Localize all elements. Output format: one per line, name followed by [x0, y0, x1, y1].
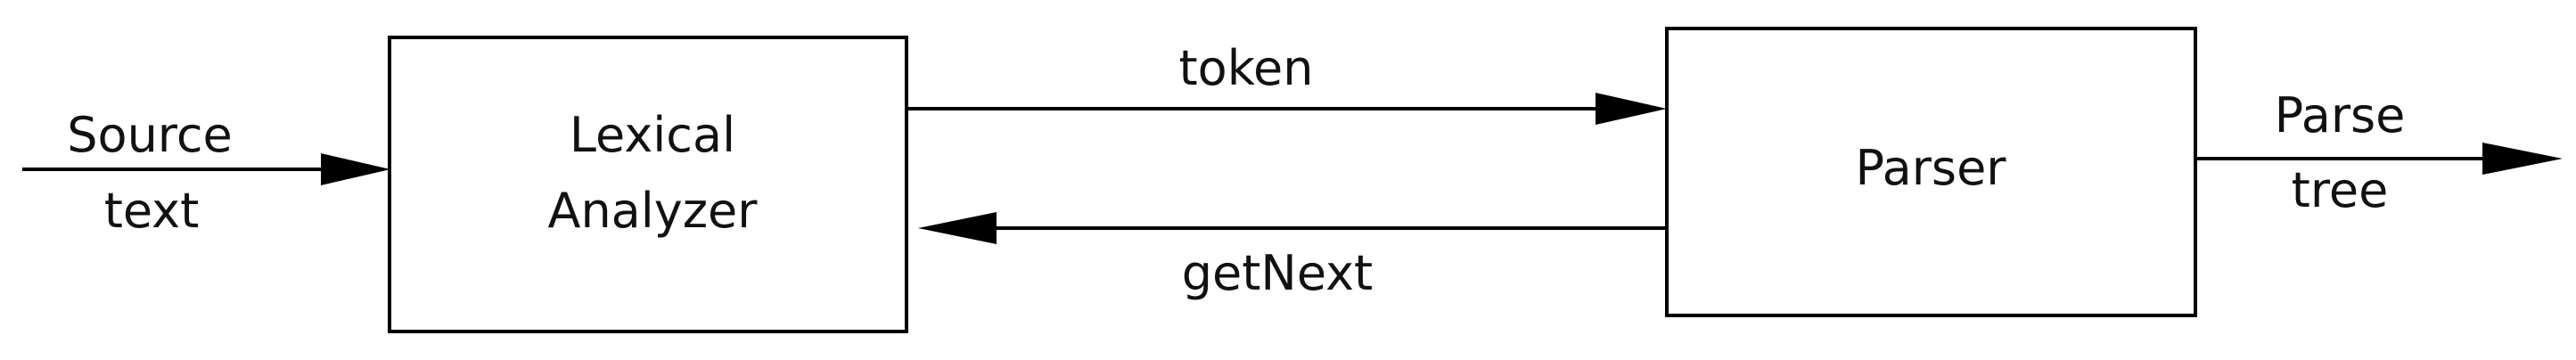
- source-input-arrowhead: [321, 153, 390, 185]
- lexical-analyzer-label-line1: Lexical: [570, 107, 735, 163]
- token-edge-arrowhead: [1596, 93, 1667, 125]
- source-text-label-line2: text: [104, 183, 200, 239]
- parse-tree-label-line2: tree: [2292, 162, 2389, 218]
- lexical-analyzer-label-line2: Analyzer: [548, 183, 759, 239]
- lexical-analyzer-box: [388, 36, 908, 333]
- getnext-edge-label: getNext: [1182, 245, 1373, 301]
- parse-tree-output-arrowhead: [2482, 143, 2563, 175]
- token-edge-label: token: [1178, 40, 1313, 96]
- source-text-label-line1: Source: [67, 107, 232, 163]
- getnext-edge-arrowhead: [918, 212, 997, 244]
- parser-label: Parser: [1856, 140, 2007, 196]
- parser-box: [1665, 27, 2197, 317]
- parse-tree-label-line1: Parse: [2275, 87, 2406, 143]
